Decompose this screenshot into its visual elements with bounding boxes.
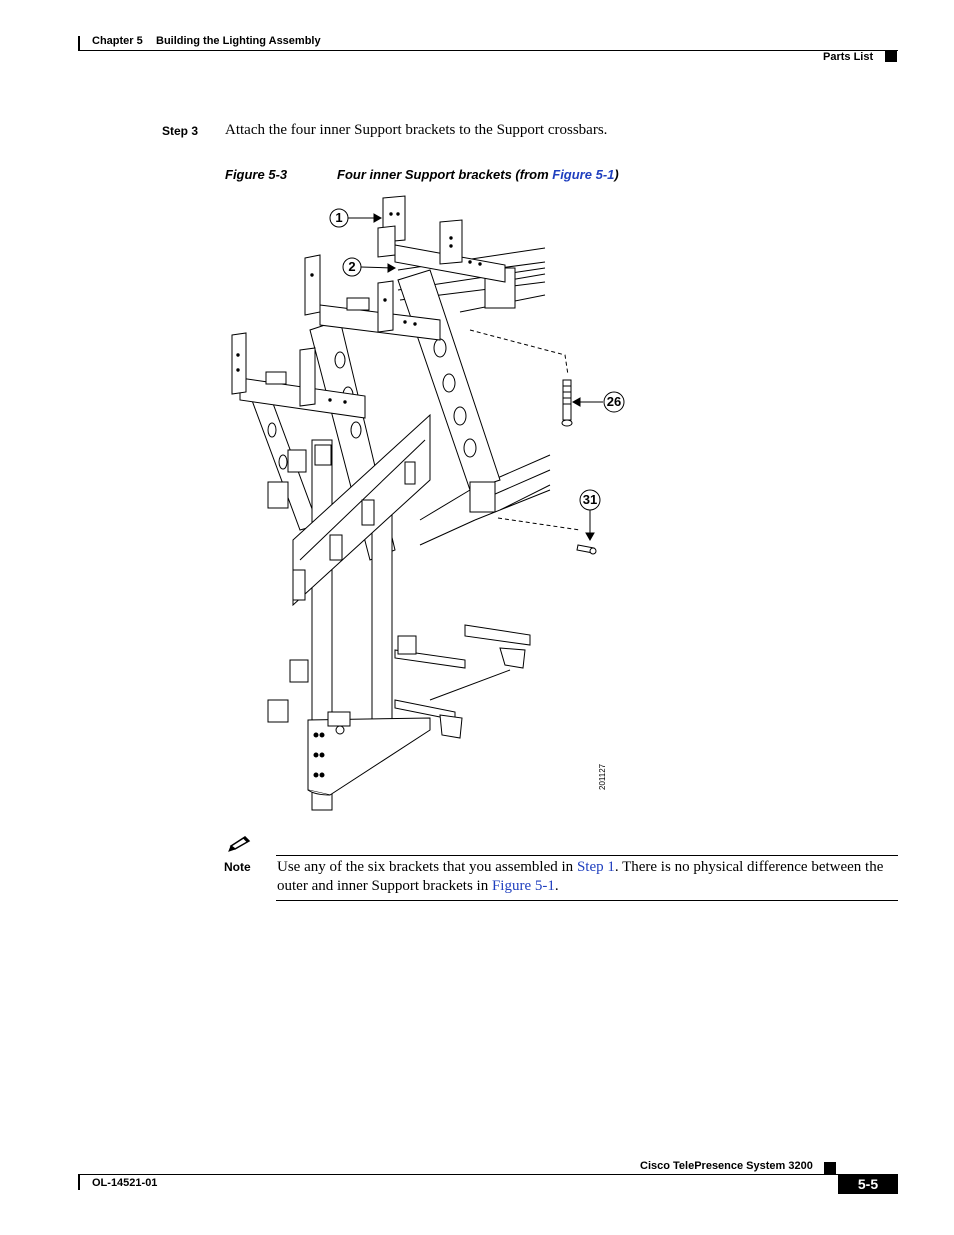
pencil-icon [228,836,251,852]
art-id: 201127 [598,763,607,790]
step-text: Attach the four inner Support brackets t… [225,122,608,138]
callout-circle-31 [579,489,601,511]
chapter-title: Building the Lighting Assembly [156,35,321,47]
page-number-box [838,1175,898,1194]
callout-2: 2 [348,259,356,274]
callout-1: 1 [335,210,343,225]
third-bracket [231,332,366,419]
second-bracket [304,254,441,341]
note-text: Use any of the six brackets that you ass… [277,858,902,896]
alignment-dashline [469,329,569,376]
note-text-2: . There is no physical difference betwee… [277,859,884,894]
chapter-label: Chapter 5 [92,35,143,47]
section-title: Parts List [823,51,874,63]
note-text-3: . [554,878,559,894]
header-rule [78,50,898,51]
base-plate [307,711,431,796]
screw-26 [561,379,573,427]
figure-5-1-link[interactable]: Figure 5-1 [552,167,615,182]
step-label: Step 3 [162,124,199,138]
alignment-dashline-2 [497,517,581,531]
callout-circle-26 [603,391,625,413]
footer-rule [78,1174,898,1175]
doc-id: OL-14521-01 [92,1177,158,1189]
product-name: Cisco TelePresence System 3200 [640,1160,813,1172]
footer-left-bar [78,1175,80,1190]
note-label: Note [224,860,251,874]
note-text-1: Use any of the six brackets that you ass… [277,859,577,875]
callout-leaders [348,213,603,542]
callout-31: 31 [582,492,598,507]
lower-brackets [394,624,531,739]
caption-text: Four inner Support brackets (from [337,167,553,182]
page-number: 5-5 [857,1176,879,1192]
figure-number: Figure 5-3 [225,167,288,182]
lower-crossbar [419,454,551,546]
step-1-link[interactable]: Step 1 [576,859,615,875]
note-top-rule [276,855,898,856]
footer-marker [824,1162,836,1174]
header-marker [885,51,897,62]
callout-circle-1 [329,208,349,228]
figure-5-1-note-link[interactable]: Figure 5-1 [491,878,555,894]
header-left-bar [78,36,80,51]
top-bracket [377,195,506,283]
note-bottom-rule [276,900,898,901]
callout-circle-2 [342,257,362,277]
screw-31 [576,544,597,555]
central-shelf [292,413,431,607]
figure-caption: Four inner Support brackets (from Figure… [337,167,619,182]
caption-close: ) [614,167,619,182]
callout-26: 26 [606,394,622,409]
